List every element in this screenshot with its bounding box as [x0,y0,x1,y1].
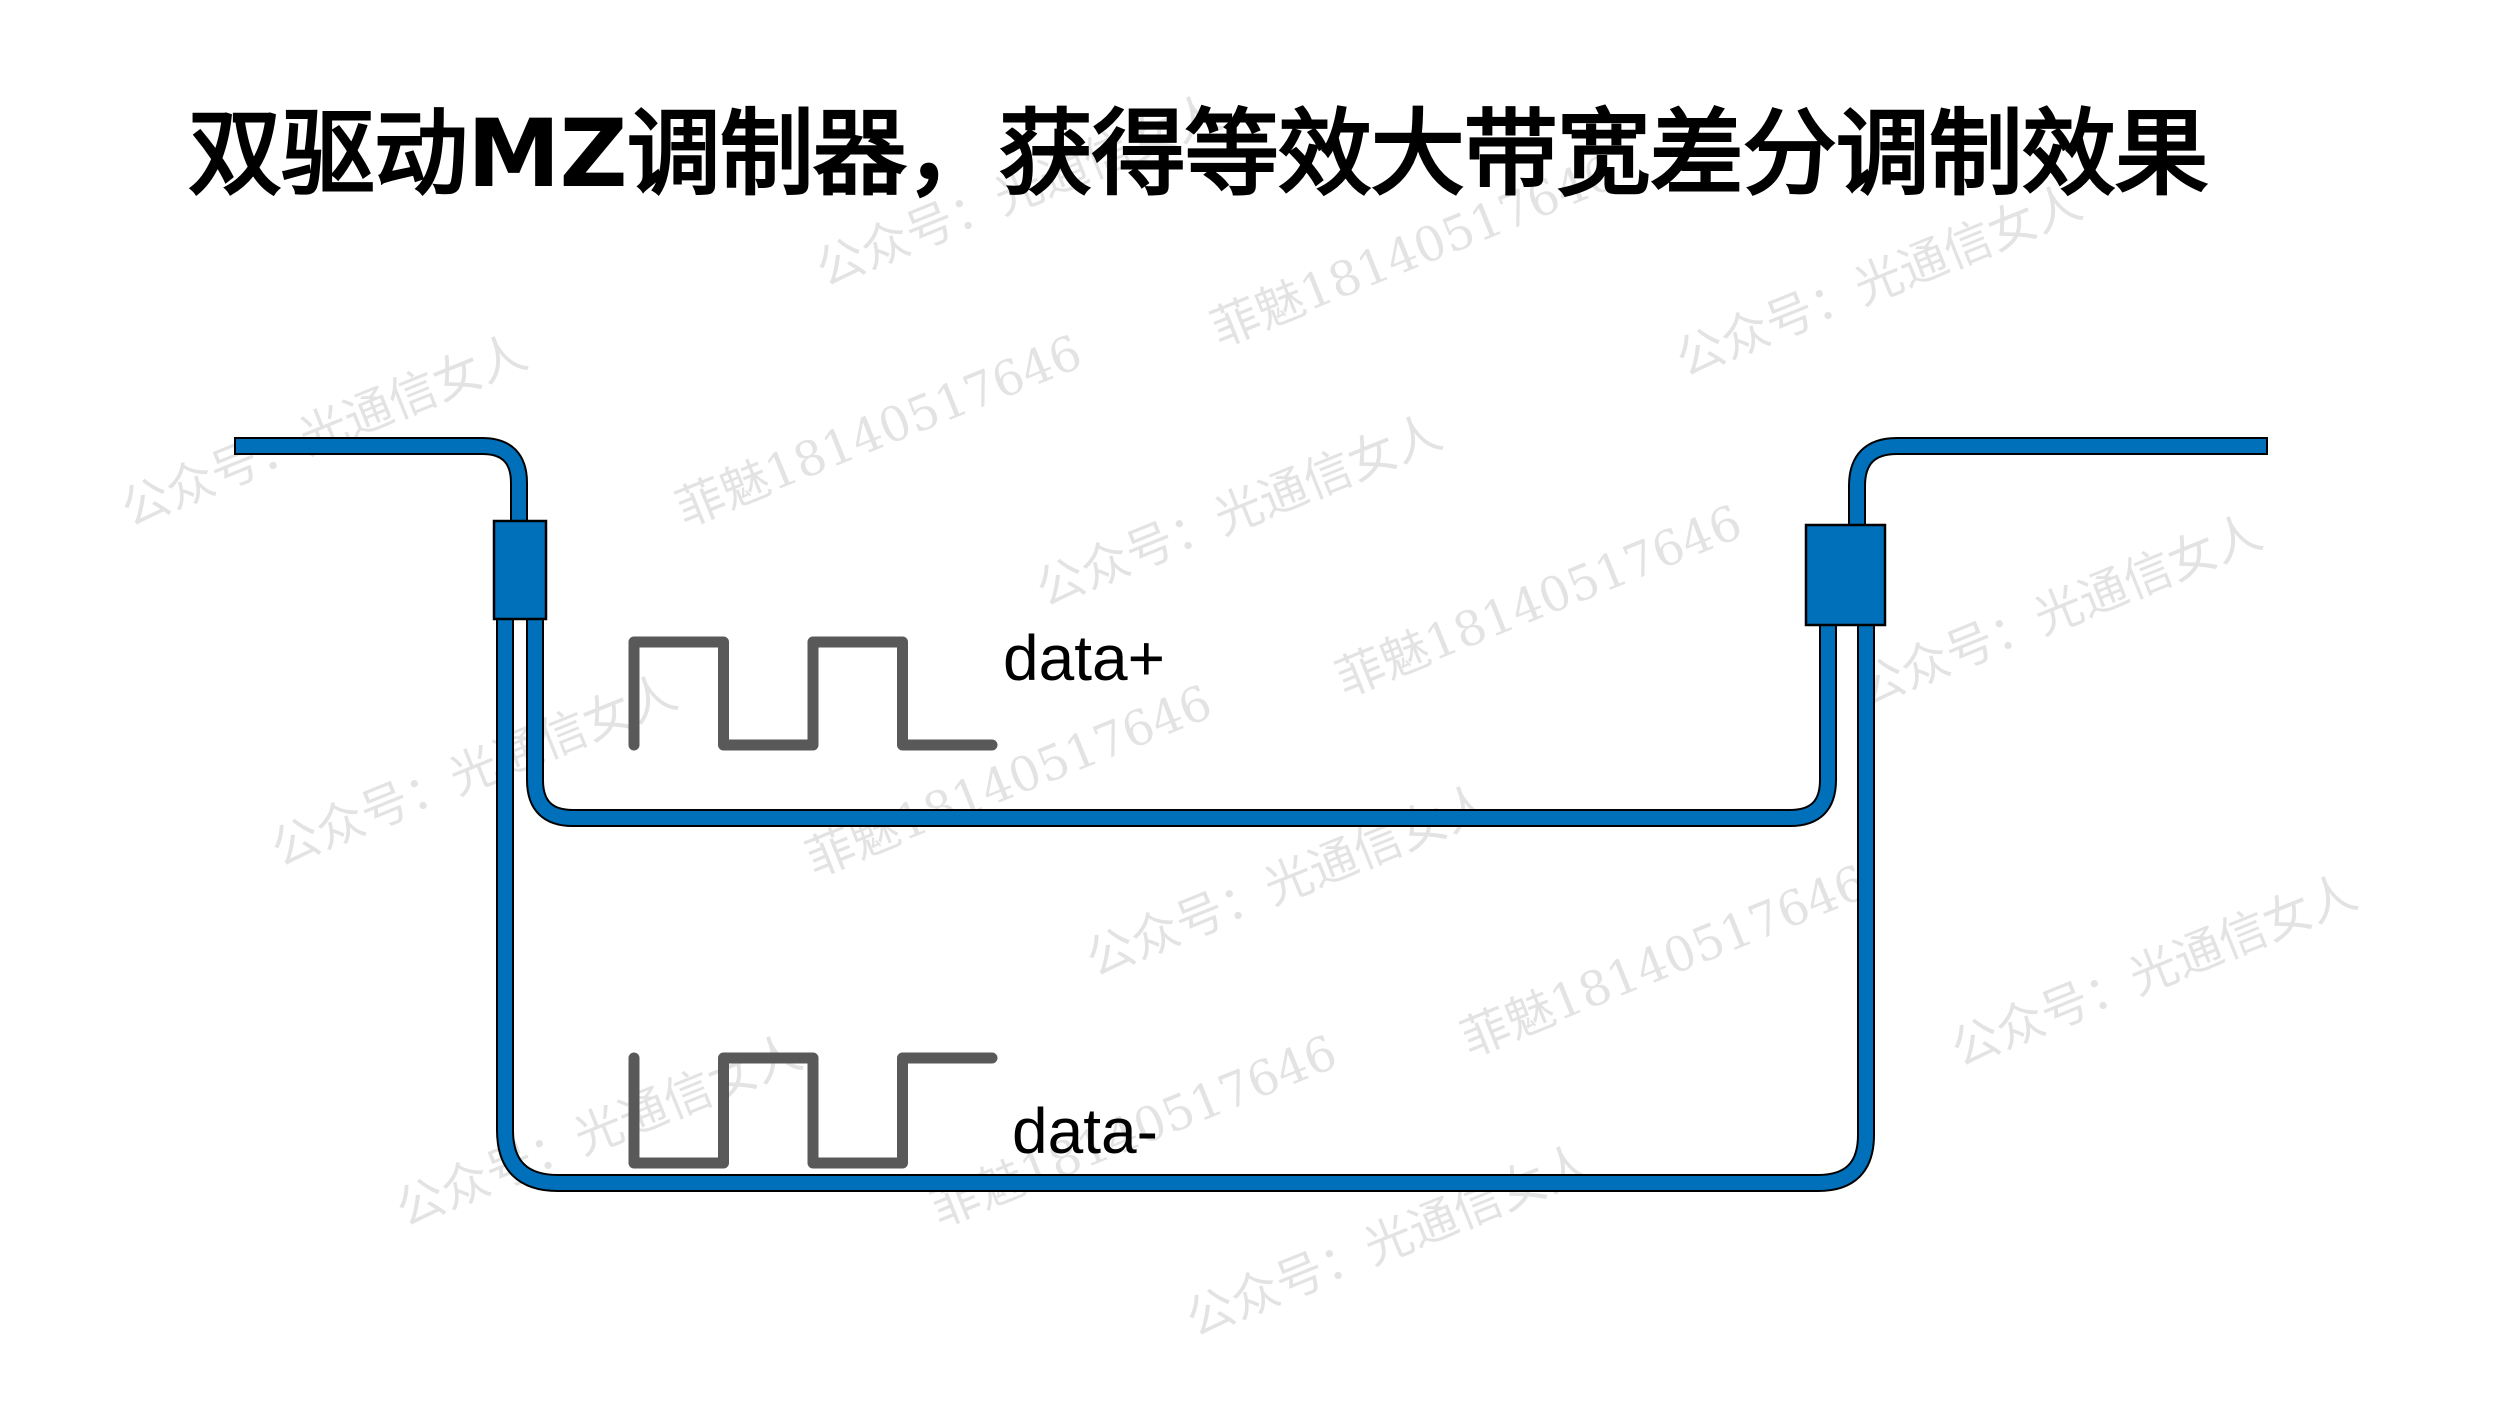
output-waveguide [1850,439,2266,530]
slide-title: 双驱动MZ调制器，获得等效大带宽差分调制效果 [188,100,2209,209]
data-minus-waveform [628,1052,998,1169]
input-waveguide [236,439,526,525]
waveguide-group [234,437,2268,1192]
lower-arm-outline [496,615,1875,1192]
output-waveguide-outline [1848,437,2268,530]
upper-arm-waveguide [528,615,1835,825]
input-splitter [492,519,548,621]
data-plus-label: data+ [1003,622,1165,694]
lower-arm-waveguide [498,615,1873,1190]
data-minus-label: data- [1012,1095,1158,1167]
input-waveguide-outline [234,437,528,525]
output-combiner [1804,523,1887,627]
data-plus-waveform [628,636,998,751]
